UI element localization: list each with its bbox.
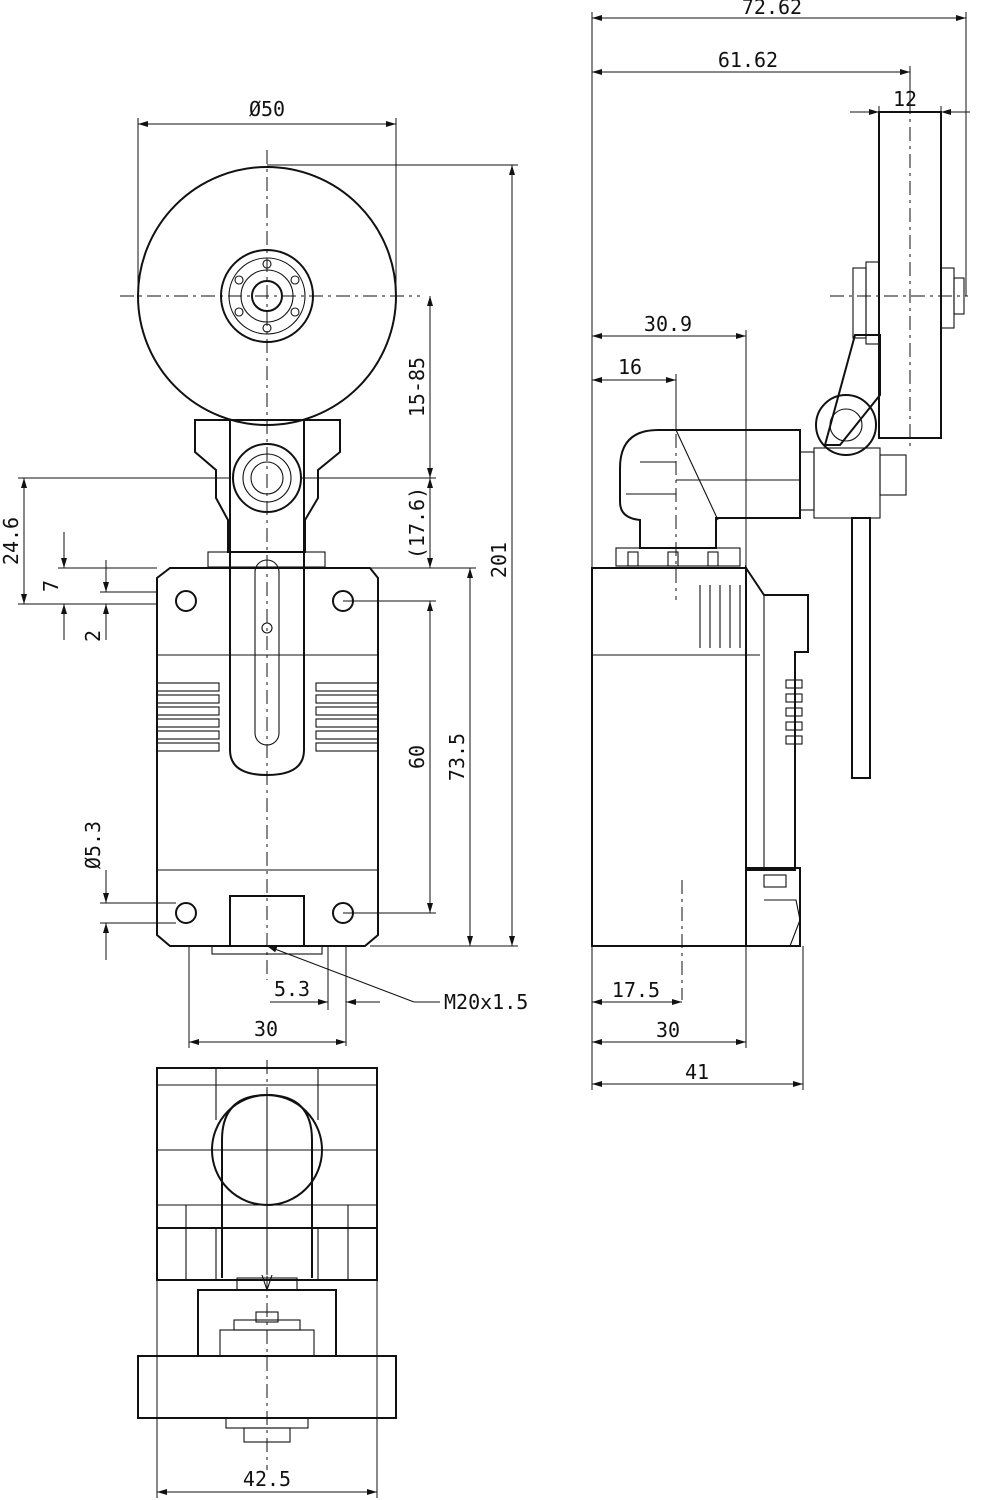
dim-total-depth: 41: [685, 1060, 709, 1084]
side-roller: [830, 100, 968, 450]
dim-head-offset: 16: [618, 355, 642, 379]
dim-roller-diameter: Ø50: [249, 97, 285, 121]
dim-top-offset: 7: [39, 580, 63, 592]
dim-roller-width: 12: [893, 87, 917, 111]
bottom-view: [137, 1060, 397, 1470]
dim-body-depth: 30: [656, 1018, 680, 1042]
side-grip-ribs: [699, 585, 803, 745]
dim-body-height: 73.5: [445, 733, 469, 781]
front-dimensions: Ø50 201 15-85 (17.6) 73.5 60 24.6 7 2: [0, 97, 528, 1048]
dim-pivot-height: 24.6: [0, 517, 23, 565]
side-body: [591, 380, 809, 1000]
mount-hole-top-left: [175, 590, 197, 612]
label-conduit-thread: M20x1.5: [444, 990, 528, 1014]
dim-roller-axis-depth: 61.62: [718, 48, 778, 72]
dim-pivot-offset: (17.6): [405, 487, 429, 559]
dim-conduit-depth: 17.5: [612, 978, 660, 1002]
side-view: [591, 100, 968, 1000]
side-lever: [799, 334, 907, 779]
grip-ribs-left: [156, 682, 220, 752]
mount-hole-bottom-left: [175, 902, 197, 924]
dim-conduit-offset: 5.3: [274, 977, 310, 1001]
dim-flange-offset: 2: [81, 630, 105, 642]
switch-body: [156, 567, 379, 955]
dim-hole-spacing-horizontal: 30: [254, 1017, 278, 1041]
grip-ribs-right: [315, 682, 379, 752]
dim-overall-depth: 72.62: [742, 0, 802, 19]
dim-overall-height: 201: [487, 542, 511, 578]
dim-hole-spacing-vertical: 60: [405, 745, 429, 769]
dim-width: 42.5: [243, 1467, 291, 1491]
bottom-dimensions: 42.5: [156, 1280, 378, 1498]
side-dimensions: 72.62 61.62 12 30.9 16 17.5 30 41: [591, 0, 970, 1090]
front-view: [120, 150, 420, 980]
dim-lever-range: 15-85: [405, 357, 429, 417]
side-head: [615, 429, 801, 567]
dim-head-depth: 30.9: [644, 312, 692, 336]
dim-hole-diameter: Ø5.3: [81, 821, 105, 869]
